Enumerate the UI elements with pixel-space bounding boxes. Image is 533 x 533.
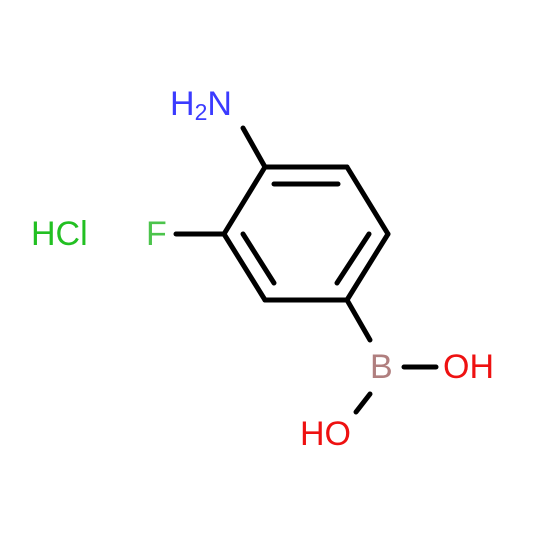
ring-bond-c5-c6 (221, 231, 268, 303)
hydroxyl-lower-label: HO (300, 415, 351, 453)
ring-bond-c3-c4 (344, 231, 391, 303)
bond-c4-b (344, 297, 373, 343)
amino-group-label: H2N (170, 85, 232, 125)
ring-bond-c2-c3 (344, 164, 391, 237)
bond-b-oh-lower (353, 391, 373, 415)
boron-atom-label: B (370, 348, 393, 386)
ring-double-bond-c3-c4 (334, 231, 372, 286)
hydrochloride-salt-label: HCl (31, 215, 88, 253)
benzene-ring (221, 164, 391, 303)
ring-double-bond-c5-c6 (240, 231, 277, 286)
fluorine-atom-label: F (146, 215, 167, 253)
ring-bond-c6-c1 (221, 164, 268, 237)
hydroxyl-right-label: OH (443, 348, 494, 386)
bond-c1-n (240, 125, 268, 170)
